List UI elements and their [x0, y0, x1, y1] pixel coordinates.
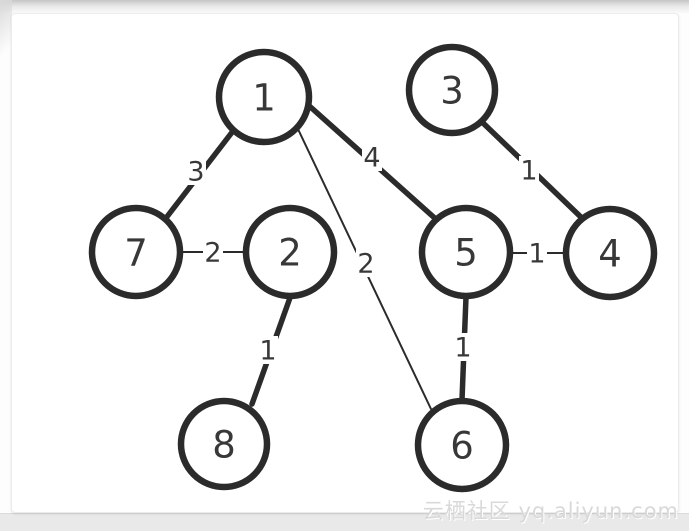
watermark: 云栖社区 yq.aliyun.com — [422, 499, 679, 523]
graph-node-label-4: 4 — [598, 232, 622, 275]
graph-node-label-1: 1 — [252, 76, 276, 119]
graph-node-label-8: 8 — [212, 423, 236, 466]
graph-edge-weight-gap-5-6 — [453, 333, 473, 361]
graph-edge-weight-1-7: 3 — [187, 157, 204, 188]
graph-edge-weight-gap-1-5 — [362, 143, 382, 171]
top-shadow — [0, 0, 689, 14]
graph-edge-weight-1-5: 4 — [363, 143, 380, 174]
graph-node-7 — [88, 204, 184, 300]
graph-node-6 — [414, 397, 510, 493]
graph-node-label-6: 6 — [450, 424, 474, 467]
graph-edge-weight-2-8: 1 — [259, 336, 276, 367]
graph-edge-weight-gap-2-8 — [258, 336, 278, 364]
graph-edge-weight-gap-7-2 — [203, 238, 223, 266]
graph-node-label-5: 5 — [454, 231, 478, 274]
graph-edge-weight-gap-3-4 — [519, 156, 539, 184]
graph-edge-weight-5-6: 1 — [454, 333, 471, 364]
graph-edge-weight-gap-1-6 — [356, 249, 376, 277]
page-bottom-band — [0, 513, 689, 531]
graph-edge-weight-7-2: 2 — [204, 238, 221, 269]
graph-edge-weight-gap-5-4 — [527, 239, 547, 267]
graph-node-5 — [418, 204, 514, 300]
graph-node-8 — [177, 397, 271, 491]
graph-node-3 — [405, 43, 499, 137]
graph-edge-weight-3-4: 1 — [520, 156, 537, 187]
graph-edge-weight-5-4: 1 — [528, 239, 545, 270]
left-shadow — [0, 0, 12, 60]
graph-edge-weight-1-6: 2 — [357, 249, 374, 280]
graph-node-label-7: 7 — [124, 231, 148, 274]
graph-node-label-2: 2 — [278, 231, 302, 274]
graph-node-1 — [215, 48, 313, 146]
graph-edge-weight-gap-1-7 — [186, 157, 206, 185]
graph-node-2 — [242, 204, 338, 300]
graph-node-label-3: 3 — [440, 69, 464, 112]
graph-node-4 — [562, 205, 658, 301]
